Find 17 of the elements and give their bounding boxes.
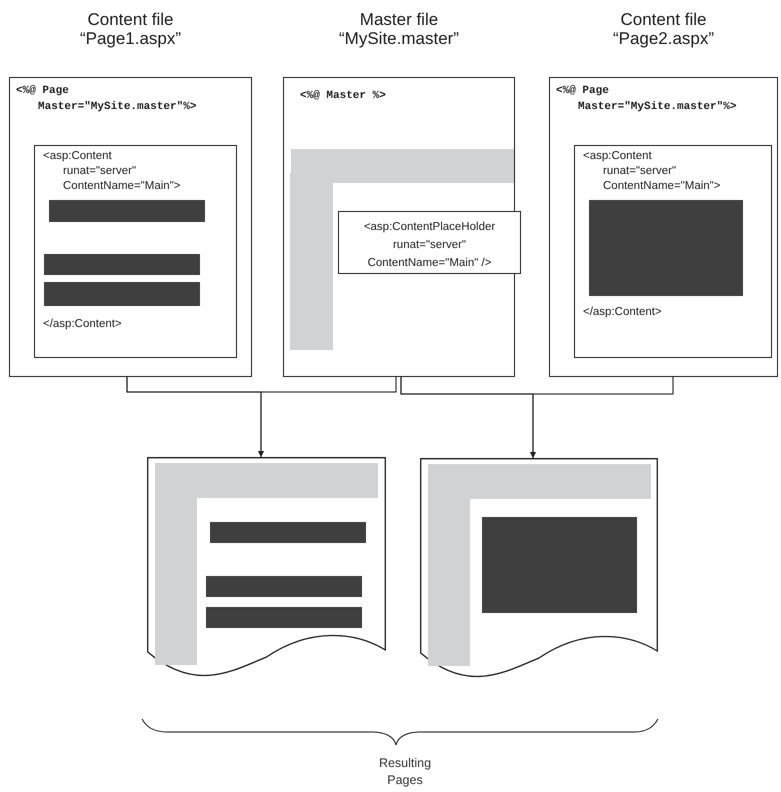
connector-arrow [258, 376, 396, 458]
code-text: </asp:Content> [583, 306, 662, 318]
code-text: <asp:Content runat="server" ContentName="Main"> [583, 149, 720, 194]
directive-code: <%@ Page Master="MySite.master"%> [16, 84, 198, 115]
content-region-box [574, 145, 772, 358]
code-text: </asp:Content> [43, 318, 122, 330]
code-text: <asp:ContentPlaceHolder runat="server" ContentName="Main" /> [362, 220, 496, 271]
placeholder-box [338, 211, 521, 274]
connector-arrow [530, 376, 674, 458]
directive-code: <%@ Page Master="MySite.master"%> [556, 84, 738, 115]
code-text: <asp:Content runat="server" ContentName="Main"> [43, 149, 180, 194]
content-region-box [34, 145, 237, 358]
file-caption: Content file “Page2.aspx” [612, 10, 716, 48]
file-caption: Content file “Page1.aspx” [78, 10, 182, 48]
directive-code: <%@ Master %> [300, 89, 387, 104]
group-caption: Resulting Pages [378, 755, 432, 789]
file-caption: Master file “MySite.master” [338, 10, 460, 48]
